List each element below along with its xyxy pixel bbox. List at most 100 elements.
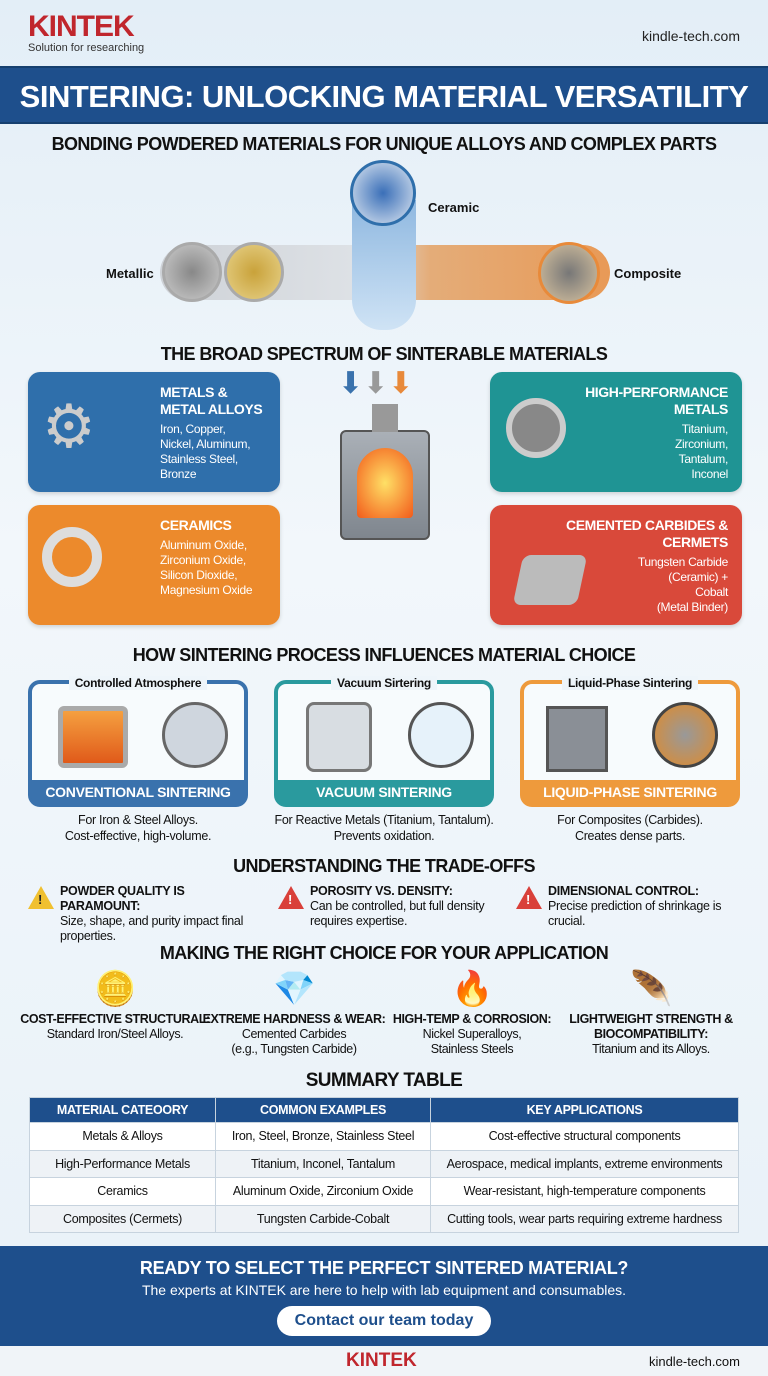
label-metallic: Metallic xyxy=(106,266,154,281)
table-cell: Ceramics xyxy=(29,1177,216,1206)
table-cell: Titanium, Inconel, Tantalum xyxy=(215,1149,431,1178)
particles-icon xyxy=(652,702,718,768)
process-tag: Liquid-Phase Sintering xyxy=(561,676,699,690)
table-cell: High-Performance Metals xyxy=(29,1149,216,1178)
alert-icon: ! xyxy=(516,886,542,909)
mold-icon xyxy=(546,706,608,772)
process-tag: Controlled Atmosphere xyxy=(68,676,208,690)
oven-icon xyxy=(58,706,128,768)
choice-text: Cemented Carbides (e.g., Tungsten Carbid… xyxy=(231,1027,357,1056)
card-carbides: CEMENTED CARBIDES & CERMETS Tungsten Car… xyxy=(490,505,742,625)
table-cell: Cutting tools, wear parts requiring extr… xyxy=(430,1204,739,1233)
table-cell: Aluminum Oxide, Zirconium Oxide xyxy=(215,1177,431,1206)
logo-text: KINTEK xyxy=(28,10,135,43)
flame-icon: 🔥 xyxy=(451,970,493,1008)
tradeoff-text: Precise prediction of shrinkage is cruci… xyxy=(548,899,722,928)
feather-icon: 🪶 xyxy=(630,970,672,1008)
warning-icon: ! xyxy=(28,886,54,909)
card-title: HIGH-PERFORMANCE METALS xyxy=(585,384,728,417)
cta-section: READY TO SELECT THE PERFECT SINTERED MAT… xyxy=(0,1246,768,1346)
table-cell: Cost-effective structural components xyxy=(430,1122,739,1151)
vacuum-chamber-icon xyxy=(306,702,372,772)
gears-icon: ⚙ xyxy=(42,393,96,460)
metallic-powder-gold-icon xyxy=(224,242,284,302)
column-header: MATERIAL CATEOORY xyxy=(29,1097,216,1123)
hand-coin-icon: 🪙 xyxy=(94,970,136,1008)
subtitle: BONDING POWDERED MATERIALS FOR UNIQUE AL… xyxy=(51,134,717,154)
label-ceramic: Ceramic xyxy=(428,200,480,215)
choice-title: EXTREME HARDNESS & WEAR: xyxy=(202,1012,386,1026)
table-cell: Composites (Cermets) xyxy=(29,1204,216,1233)
tradeoff-item: ! DIMENSIONAL CONTROL: Precise predictio… xyxy=(516,884,741,929)
card-items: Iron, Copper, Nickel, Aluminum, Stainles… xyxy=(160,422,251,481)
choice-item: 💎 EXTREME HARDNESS & WEAR: Cemented Carb… xyxy=(199,966,389,1057)
card-title: CERAMICS xyxy=(160,517,232,533)
column-header: KEY APPLICATIONS xyxy=(430,1097,739,1123)
turbine-icon xyxy=(506,398,566,458)
fire-icon xyxy=(357,448,413,518)
process-name: CONVENTIONAL SINTERING xyxy=(31,780,245,804)
card-items: Titanium, Zirconium, Tantalum, Inconel xyxy=(674,422,728,481)
bearing-icon xyxy=(42,527,102,587)
process-liquid-phase: Liquid-Phase Sintering LIQUID-PHASE SINT… xyxy=(520,676,740,807)
alert-icon: ! xyxy=(278,886,304,909)
card-ceramics: CERAMICS Aluminum Oxide, Zirconium Oxide… xyxy=(28,505,280,625)
bottom-bar: KINTEK kindle-tech.com xyxy=(0,1346,768,1376)
contact-button[interactable]: Contact our team today xyxy=(276,1306,492,1336)
tradeoff-item: ! POROSITY VS. DENSITY: Can be controlle… xyxy=(278,884,503,929)
tradeoffs-heading: UNDERSTANDING THE TRADE-OFFS xyxy=(233,856,535,876)
chimney-icon xyxy=(372,404,398,432)
cta-text: The experts at KINTEK are here to help w… xyxy=(141,1282,627,1298)
process-caption: For Iron & Steel Alloys. Cost-effective,… xyxy=(64,813,212,843)
tradeoff-title: POROSITY VS. DENSITY: xyxy=(310,884,453,898)
table-heading: SUMMARY TABLE xyxy=(305,1070,463,1091)
process-heading: HOW SINTERING PROCESS INFLUENCES MATERIA… xyxy=(132,645,636,665)
table-cell: Aerospace, medical implants, extreme env… xyxy=(430,1149,739,1178)
table-cell: Metals & Alloys xyxy=(29,1122,216,1151)
process-conventional: Controlled Atmosphere CONVENTIONAL SINTE… xyxy=(28,676,248,807)
kintek-logo: KINTEK Solution for researching xyxy=(28,10,144,54)
choice-item: 🪶 LIGHTWEIGHT STRENGTH & BIOCOMPATIBILIT… xyxy=(556,966,746,1057)
tradeoff-text: Size, shape, and purity impact final pro… xyxy=(60,914,244,943)
choice-title: HIGH-TEMP & CORROSION: xyxy=(392,1012,552,1026)
ceramic-powder-icon xyxy=(350,160,416,226)
particles-icon xyxy=(162,702,228,768)
composite-powder-icon xyxy=(538,242,600,304)
tradeoff-title: DIMENSIONAL CONTROL: xyxy=(548,884,699,898)
logo-tagline: Solution for researching xyxy=(28,42,145,54)
summary-table: MATERIAL CATEOORY COMMON EXAMPLES KEY AP… xyxy=(29,1097,739,1233)
card-metals: METALS & METAL ALLOYS Iron, Copper, Nick… xyxy=(28,372,280,492)
choice-title: LIGHTWEIGHT STRENGTH & BIOCOMPATIBILITY: xyxy=(569,1012,733,1041)
process-name: LIQUID-PHASE SINTERING xyxy=(523,780,737,804)
card-items: Tungsten Carbide (Ceramic) + Cobalt (Met… xyxy=(637,555,728,614)
table-cell: Iron, Steel, Bronze, Stainless Steel xyxy=(215,1122,431,1151)
process-vacuum: Vacuum Sirtering VACUUM SINTERING xyxy=(274,676,494,807)
process-caption: For Reactive Metals (Titanium, Tantalum)… xyxy=(274,813,494,843)
furnace-icon xyxy=(340,430,430,540)
process-name: VACUUM SINTERING xyxy=(277,780,491,804)
particles-icon xyxy=(408,702,474,768)
card-high-performance: HIGH-PERFORMANCE METALS Titanium, Zircon… xyxy=(490,372,742,492)
footer-site-link[interactable]: kindle-tech.com xyxy=(648,1354,740,1369)
choice-title: COST-EFFECTIVE STRUCTURAL: xyxy=(20,1012,210,1026)
table-cell: Tungsten Carbide-Cobalt xyxy=(215,1204,431,1233)
choice-item: 🪙 COST-EFFECTIVE STRUCTURAL: Standard Ir… xyxy=(20,966,210,1042)
choice-text: Nickel Superalloys, Stainless Steels xyxy=(422,1027,522,1056)
card-items: Aluminum Oxide, Zirconium Oxide, Silicon… xyxy=(160,538,253,597)
diamond-icon: 💎 xyxy=(273,970,315,1008)
insert-icon xyxy=(512,555,588,605)
site-link[interactable]: kindle-tech.com xyxy=(641,28,740,44)
choice-text: Titanium and its Alloys. xyxy=(592,1042,710,1056)
process-caption: For Composites (Carbides). Creates dense… xyxy=(557,813,703,843)
table-cell: Wear-resistant, high-temperature compone… xyxy=(430,1177,739,1206)
cta-heading: READY TO SELECT THE PERFECT SINTERED MAT… xyxy=(139,1258,629,1278)
footer-logo: KINTEK xyxy=(346,1350,417,1371)
tradeoff-item: ! POWDER QUALITY IS PARAMOUNT: Size, sha… xyxy=(28,884,253,944)
table-row: Composites (Cermets)Tungsten Carbide-Cob… xyxy=(29,1204,739,1233)
process-tag: Vacuum Sirtering xyxy=(331,676,437,690)
label-composite: Composite xyxy=(614,266,682,281)
spectrum-heading: THE BROAD SPECTRUM OF SINTERABLE MATERIA… xyxy=(160,344,608,364)
tradeoff-title: POWDER QUALITY IS PARAMOUNT: xyxy=(60,884,185,913)
